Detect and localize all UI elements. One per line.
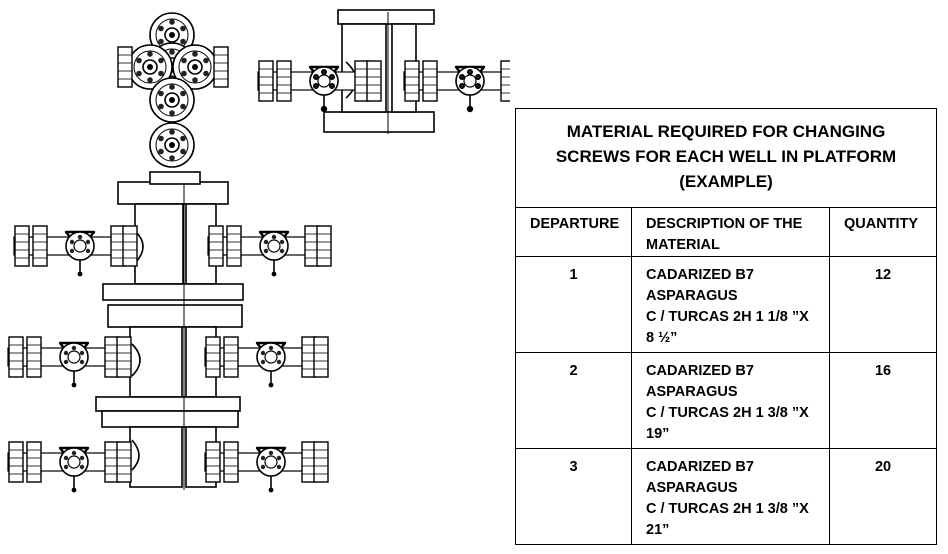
description-line: 21” — [646, 522, 670, 538]
cell-description: CADARIZED B7 ASPARAGUS C / TURCAS 2H 1 1… — [631, 256, 830, 353]
description-line: ASPARAGUS — [646, 480, 738, 496]
table-row: 3 CADARIZED B7 ASPARAGUS C / TURCAS 2H 1… — [515, 448, 938, 545]
cell-quantity: 12 — [828, 256, 938, 353]
description-line: ASPARAGUS — [646, 384, 738, 400]
main-spool-body — [95, 171, 244, 490]
header-description-label: DESCRIPTION OF THE MATERIAL — [646, 216, 803, 253]
table-row: 1 CADARIZED B7 ASPARAGUS C / TURCAS 2H 1… — [515, 256, 938, 353]
description-line: C / TURCAS 2H 1 3/8 ”X — [646, 501, 809, 517]
side-run-3-left — [8, 442, 131, 492]
side-run-1-left — [14, 226, 137, 276]
cell-description: CADARIZED B7 ASPARAGUS C / TURCAS 2H 1 3… — [631, 352, 830, 449]
table-header-row: DEPARTURE DESCRIPTION OF THE MATERIAL QU… — [515, 207, 938, 257]
table-title: MATERIAL REQUIRED FOR CHANGING SCREWS FO… — [514, 108, 938, 208]
header-description: DESCRIPTION OF THE MATERIAL — [631, 207, 830, 257]
description-line: 8 ½” — [646, 330, 678, 346]
description-line: CADARIZED B7 — [646, 267, 754, 283]
side-run-2-left — [8, 337, 131, 387]
side-run-2-right — [205, 337, 328, 387]
description-line: C / TURCAS 2H 1 3/8 ”X — [646, 405, 809, 421]
description-line: 19” — [646, 426, 670, 442]
description-line: CADARIZED B7 — [646, 363, 754, 379]
cell-departure: 2 — [515, 352, 632, 449]
cell-departure: 3 — [515, 448, 632, 545]
material-table: MATERIAL REQUIRED FOR CHANGING SCREWS FO… — [514, 108, 938, 545]
description-line: ASPARAGUS — [646, 288, 738, 304]
side-run-3-right — [205, 442, 328, 492]
header-departure: DEPARTURE — [515, 207, 632, 257]
wellhead-christmas-tree-drawing — [0, 9, 510, 554]
top-flange-stack — [117, 12, 229, 168]
cell-quantity: 16 — [828, 352, 938, 449]
description-line: CADARIZED B7 — [646, 459, 754, 475]
header-quantity: QUANTITY — [828, 207, 938, 257]
cell-departure: 1 — [515, 256, 632, 353]
detail-assembly — [258, 9, 510, 134]
cell-description: CADARIZED B7 ASPARAGUS C / TURCAS 2H 1 3… — [631, 448, 830, 545]
table-row: 2 CADARIZED B7 ASPARAGUS C / TURCAS 2H 1… — [515, 352, 938, 449]
cell-quantity: 20 — [828, 448, 938, 545]
description-line: C / TURCAS 2H 1 1/8 ”X — [646, 309, 809, 325]
side-run-1-right — [208, 226, 331, 276]
